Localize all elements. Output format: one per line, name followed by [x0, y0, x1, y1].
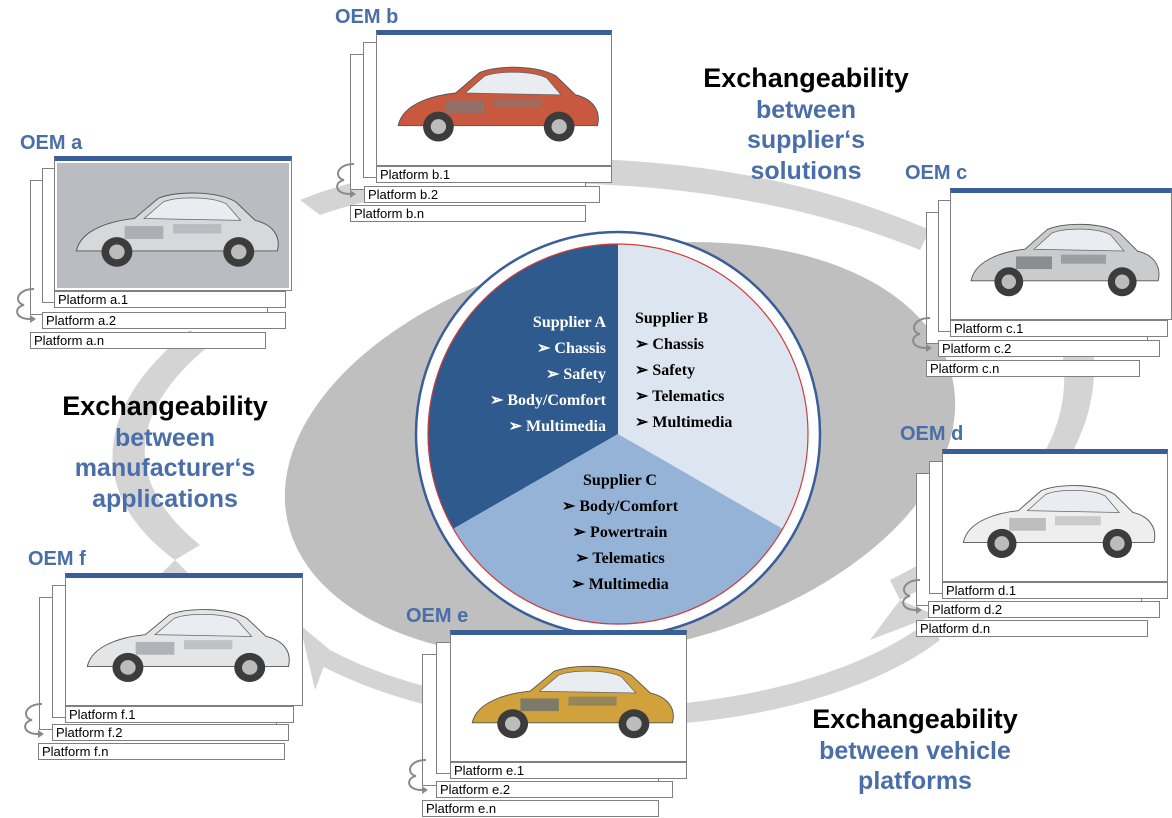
caption-line: platforms: [858, 767, 972, 796]
supplier-a-item: ➢ Safety: [545, 366, 606, 383]
rotate-arrow-icon: [328, 158, 358, 203]
caption-heading: Exchangeability: [703, 63, 909, 93]
platform-label: Platform f.1: [65, 706, 294, 723]
rotate-arrow-icon: [16, 698, 46, 743]
caption-line: manufacturer‘s: [74, 454, 256, 483]
supplier-c-item: ➢ Powertrain: [572, 524, 668, 541]
oem-c-title: OEM c: [905, 162, 968, 184]
platform-label: Platform c.n: [926, 360, 1140, 377]
supplier-c-slice: [453, 434, 783, 625]
rotate-arrow-icon: [400, 754, 430, 799]
supplier-b-item: ➢ Safety: [635, 362, 696, 379]
platform-label: Platform f.n: [38, 743, 285, 760]
caption-heading: Exchangeability: [812, 704, 1018, 734]
supplier-b-slice: [618, 243, 809, 529]
rotate-arrow-icon: [8, 283, 38, 328]
car-cutaway-icon: [379, 37, 609, 168]
platform-label: Platform b.1: [376, 166, 612, 183]
oem-e-title: OEM e: [406, 605, 469, 627]
rotate-arrow-icon: [904, 312, 934, 357]
caption-manufacturer-applications: Exchangeability between manufacturer‘s a…: [20, 390, 310, 514]
oem-b-title: OEM b: [335, 6, 399, 28]
caption-vehicle-platforms: Exchangeability between vehicle platform…: [770, 703, 1060, 797]
platform-label: Platform c.2: [938, 340, 1160, 357]
supplier-c-item: ➢ Multimedia: [571, 576, 669, 593]
platform-label: Platform a.2: [42, 312, 286, 329]
supplier-c-name: Supplier C: [583, 472, 657, 489]
car-cutaway-icon: [57, 163, 289, 293]
platform-label: Platform e.n: [422, 800, 659, 817]
platform-label: Platform c.1: [950, 320, 1168, 337]
oem-d-title: OEM d: [900, 423, 964, 445]
supplier-c-block: Supplier C ➢ Body/Comfort ➢ Powertrain ➢…: [535, 468, 705, 598]
platform-label: Platform d.n: [916, 620, 1148, 637]
caption-supplier-solutions: Exchangeability between supplier‘s solut…: [676, 62, 936, 186]
supplier-a-item: ➢ Chassis: [537, 340, 606, 357]
supplier-c-item: ➢ Body/Comfort: [561, 498, 679, 515]
platform-label: Platform d.1: [942, 582, 1168, 599]
caption-line: between: [114, 423, 216, 452]
supplier-b-item: ➢ Telematics: [635, 388, 725, 405]
supplier-a-slice: [427, 243, 618, 530]
caption-heading: Exchangeability: [62, 391, 268, 421]
platform-label: Platform b.2: [364, 186, 600, 203]
supplier-a-name: Supplier A: [532, 314, 606, 331]
oem-e-picture-frame: [450, 630, 687, 762]
supplier-b-block: Supplier B ➢ Chassis ➢ Safety ➢ Telemati…: [635, 306, 785, 436]
caption-line: solutions: [750, 156, 862, 185]
supplier-c-item: ➢ Telematics: [575, 550, 665, 567]
caption-line: between: [755, 95, 857, 124]
platform-label: Platform a.1: [54, 291, 286, 308]
supplier-b-name: Supplier B: [635, 310, 709, 327]
oem-f-title: OEM f: [28, 548, 86, 570]
supplier-pie: [427, 243, 809, 625]
platform-label: Platform e.1: [450, 762, 687, 779]
caption-line: applications: [92, 484, 238, 513]
inner-ring: [427, 243, 809, 625]
oem-a-picture-frame: [54, 156, 292, 291]
platform-label: Platform b.n: [350, 205, 586, 222]
platform-label: Platform f.2: [52, 724, 289, 741]
platform-label: Platform e.2: [436, 781, 673, 798]
oem-c-picture-frame: [950, 188, 1172, 320]
car-cutaway-icon: [945, 456, 1165, 584]
car-cutaway-icon: [953, 195, 1169, 322]
supplier-a-block: Supplier A ➢ Chassis ➢ Safety ➢ Body/Com…: [440, 310, 606, 440]
oem-a-title: OEM a: [20, 132, 83, 154]
supplier-b-item: ➢ Chassis: [635, 336, 704, 353]
caption-line: supplier‘s: [746, 126, 866, 155]
supplier-b-item: ➢ Multimedia: [635, 414, 733, 431]
caption-line: between vehicle: [819, 736, 1011, 765]
rotate-arrow-icon: [894, 574, 924, 619]
platform-label: Platform a.n: [30, 332, 266, 349]
platform-label: Platform d.2: [928, 601, 1160, 618]
supplier-a-item: ➢ Multimedia: [508, 418, 606, 435]
car-cutaway-icon: [453, 637, 684, 764]
oem-f-picture-frame: [65, 573, 303, 706]
car-cutaway-icon: [68, 580, 300, 708]
oem-d-picture-frame: [942, 449, 1168, 582]
supplier-a-item: ➢ Body/Comfort: [489, 392, 606, 409]
oem-b-picture-frame: [376, 30, 612, 166]
